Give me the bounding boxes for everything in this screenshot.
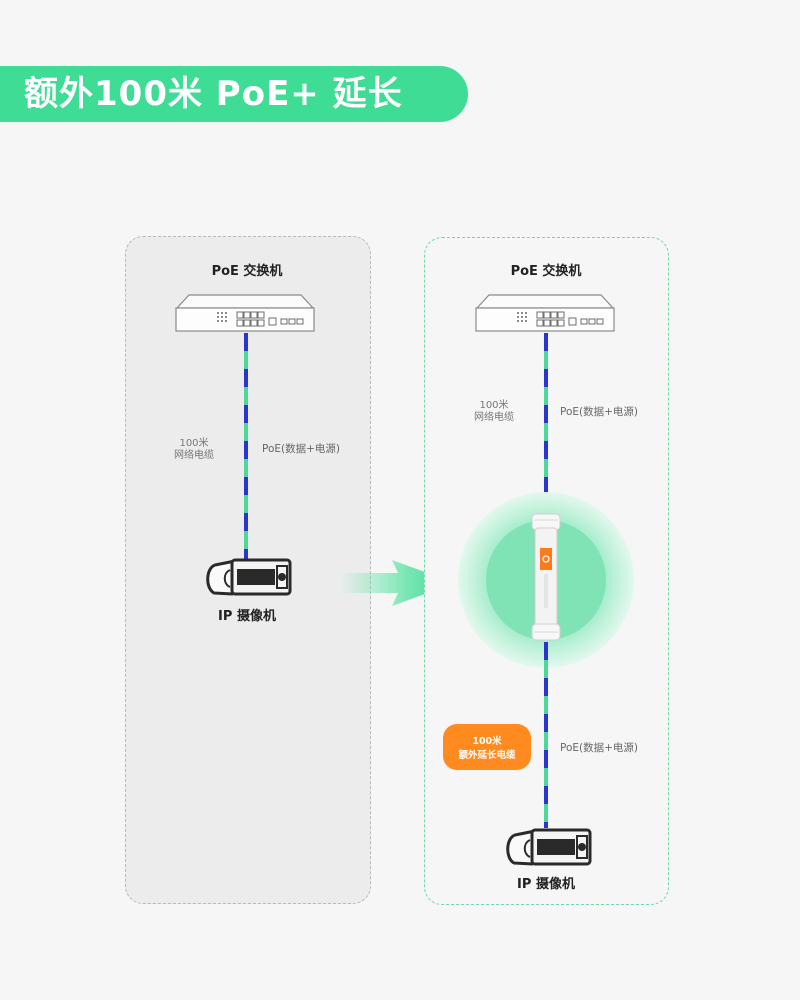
left-poe-label: PoE(数据+电源) <box>262 443 341 455</box>
right-cable-length-label: 100米 网络电缆 <box>474 400 514 423</box>
left-ip-camera-icon <box>206 558 292 596</box>
left-network-cable <box>244 333 248 561</box>
right-upper-cable <box>544 333 548 508</box>
arrow-right-icon <box>340 560 455 606</box>
right-lower-cable <box>544 642 548 828</box>
right-poe-switch-icon <box>475 294 615 332</box>
right-camera-label: IP 摄像机 <box>517 877 575 892</box>
right-poe-label-top: PoE(数据+电源) <box>560 406 639 418</box>
left-cable-length-label: 100米 网络电缆 <box>174 438 214 461</box>
left-poe-switch-icon <box>175 294 315 332</box>
right-ip-camera-icon <box>506 828 592 866</box>
left-camera-label: IP 摄像机 <box>218 609 276 624</box>
extension-cable-badge: 100米 额外延长电缆 <box>443 724 531 770</box>
title-banner: 额外100米 PoE+ 延长 <box>0 66 468 122</box>
right-poe-label-bottom: PoE(数据+电源) <box>560 742 639 754</box>
page-title: 额外100米 PoE+ 延长 <box>24 74 403 114</box>
right-switch-label: PoE 交换机 <box>510 264 582 279</box>
left-switch-label: PoE 交换机 <box>211 264 283 279</box>
poe-extender-icon <box>531 513 561 641</box>
